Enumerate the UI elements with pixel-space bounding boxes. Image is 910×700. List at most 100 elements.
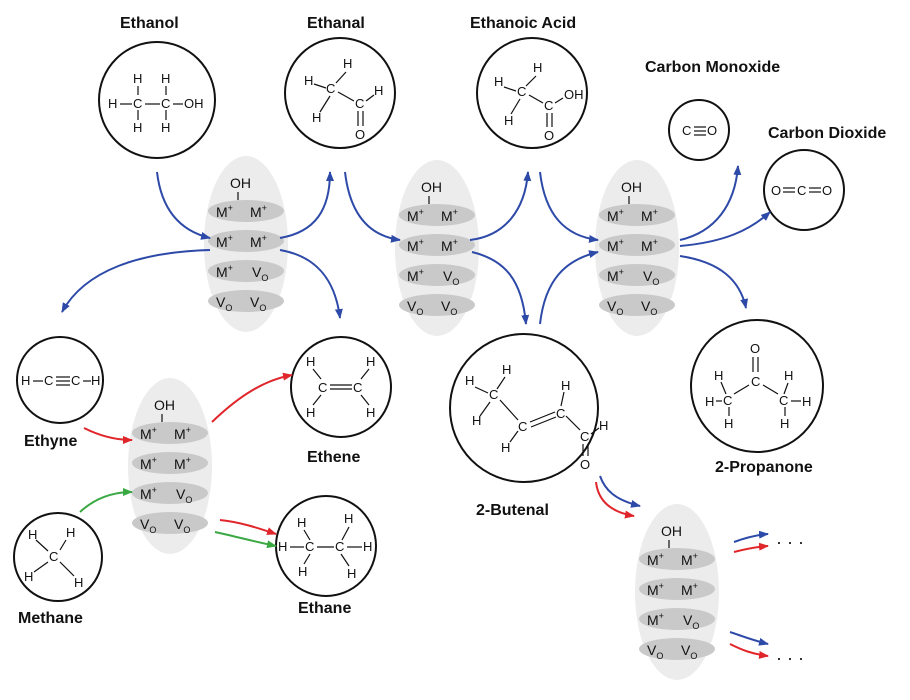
svg-text:C: C bbox=[797, 183, 806, 198]
svg-text:H: H bbox=[347, 566, 356, 581]
svg-text:C: C bbox=[779, 393, 788, 408]
arrow-cat1-to-ethene bbox=[279, 249, 343, 319]
arrow-cat4-to-ethane-green bbox=[214, 531, 277, 549]
svg-text:OH: OH bbox=[564, 87, 584, 102]
arrow-cat5-out-bottom-red bbox=[729, 643, 769, 659]
svg-text:C: C bbox=[305, 539, 314, 554]
arrow-cat2-to-ethanoic bbox=[469, 171, 532, 241]
svg-text:H: H bbox=[133, 71, 142, 86]
label-ethanoic-acid: Ethanoic Acid bbox=[470, 15, 576, 32]
svg-text:H: H bbox=[344, 511, 353, 526]
svg-text:H: H bbox=[533, 60, 542, 75]
label-ethene: Ethene bbox=[307, 449, 360, 466]
svg-text:H: H bbox=[705, 394, 714, 409]
arrow-cat2-to-butenal bbox=[471, 251, 530, 325]
svg-text:C: C bbox=[489, 387, 498, 402]
arrow-cat3-to-propanone bbox=[679, 255, 749, 309]
molecule-2-butenal: H H C H C H C H C H O bbox=[449, 333, 608, 483]
svg-text:C: C bbox=[353, 380, 362, 395]
svg-text:H: H bbox=[74, 575, 83, 590]
arrow-cat1-to-ethanal bbox=[279, 171, 334, 239]
svg-text:H: H bbox=[297, 515, 306, 530]
svg-text:H: H bbox=[363, 539, 372, 554]
molecule-ethyne: H C C H bbox=[16, 336, 104, 424]
svg-text:O: O bbox=[750, 341, 760, 356]
svg-text:H: H bbox=[278, 539, 287, 554]
svg-text:H: H bbox=[366, 354, 375, 369]
catalyst-site-4: M+ M+ M+ M+ M+ VO VO VO bbox=[127, 377, 213, 555]
arrow-ethanal-to-cat2 bbox=[344, 171, 401, 243]
svg-text:C: C bbox=[580, 429, 589, 444]
catalyst-site-1: M+ M+ M+ M+ M+ VO VO VO bbox=[203, 155, 289, 333]
svg-text:C: C bbox=[355, 96, 364, 111]
label-carbon-monoxide: Carbon Monoxide bbox=[645, 59, 780, 76]
svg-text:H: H bbox=[312, 110, 321, 125]
svg-text:O: O bbox=[707, 123, 717, 138]
svg-text:H: H bbox=[472, 413, 481, 428]
svg-text:C: C bbox=[71, 373, 80, 388]
svg-text:H: H bbox=[28, 527, 37, 542]
svg-text:C: C bbox=[318, 380, 327, 395]
svg-text:H: H bbox=[780, 416, 789, 431]
catalyst-site-5: M+ M+ M+ M+ M+ VO VO VO bbox=[634, 503, 720, 681]
arrow-cat5-out-top-blue bbox=[733, 530, 769, 543]
svg-text:H: H bbox=[343, 56, 352, 71]
molecule-ethene: H H C C H H bbox=[290, 336, 392, 438]
arrow-cat3-to-co bbox=[679, 165, 742, 241]
svg-text:H: H bbox=[304, 73, 313, 88]
arrow-ethanoic-to-cat3 bbox=[539, 171, 599, 243]
arrow-butenal-to-cat3 bbox=[539, 250, 599, 325]
molecule-2-propanone: O C C C H H H H H H bbox=[690, 319, 824, 453]
molecule-ethanoic-acid: H H C H C OH O bbox=[476, 37, 588, 149]
svg-text:H: H bbox=[502, 362, 511, 377]
svg-text:C: C bbox=[518, 419, 527, 434]
svg-text:OH: OH bbox=[184, 96, 204, 111]
svg-text:H: H bbox=[366, 405, 375, 420]
molecule-ethanal: H H C H C H O bbox=[284, 37, 396, 149]
continuation-dots-bottom: · · · bbox=[776, 648, 804, 668]
svg-text:H: H bbox=[784, 368, 793, 383]
svg-text:H: H bbox=[306, 405, 315, 420]
arrow-butenal-to-cat5-blue bbox=[599, 475, 641, 508]
svg-text:H: H bbox=[802, 394, 811, 409]
svg-text:H: H bbox=[91, 373, 100, 388]
label-ethanol: Ethanol bbox=[120, 15, 179, 32]
label-carbon-dioxide: Carbon Dioxide bbox=[768, 125, 886, 142]
svg-text:O: O bbox=[771, 183, 781, 198]
svg-text:C: C bbox=[335, 539, 344, 554]
molecule-ethane: H H H C C H H H bbox=[275, 495, 377, 597]
label-ethane: Ethane bbox=[298, 600, 351, 617]
svg-text:H: H bbox=[161, 120, 170, 135]
svg-text:H: H bbox=[66, 525, 75, 540]
svg-text:H: H bbox=[561, 378, 570, 393]
label-2-butenal: 2-Butenal bbox=[476, 502, 549, 519]
svg-text:C: C bbox=[682, 123, 691, 138]
svg-text:C: C bbox=[517, 84, 526, 99]
catalyst-site-3: M+ M+ M+ M+ M+ VO VO VO bbox=[594, 159, 680, 337]
svg-text:O: O bbox=[822, 183, 832, 198]
svg-text:C: C bbox=[133, 96, 142, 111]
arrow-ethyne-to-cat4 bbox=[83, 427, 133, 444]
svg-text:H: H bbox=[24, 569, 33, 584]
svg-text:H: H bbox=[504, 113, 513, 128]
arrow-cat5-out-top-red bbox=[733, 542, 769, 553]
label-methane: Methane bbox=[18, 610, 83, 627]
svg-text:O: O bbox=[580, 457, 590, 472]
molecule-methane: H H C H H bbox=[13, 512, 103, 602]
arrow-butenal-to-cat5-red bbox=[595, 481, 635, 519]
molecule-carbon-dioxide: O C O bbox=[763, 149, 845, 231]
arrow-methane-to-cat4 bbox=[79, 488, 133, 513]
arrow-cat5-out-bottom-blue bbox=[729, 631, 769, 646]
svg-text:C: C bbox=[49, 549, 58, 564]
arrow-cat1-to-ethyne bbox=[61, 249, 211, 313]
catalyst-site-2: M+ M+ M+ M+ M+ VO VO VO bbox=[394, 159, 480, 337]
label-2-propanone: 2-Propanone bbox=[715, 459, 813, 476]
continuation-dots-top: · · · bbox=[776, 532, 804, 552]
svg-text:H: H bbox=[599, 418, 608, 433]
label-ethanal: Ethanal bbox=[307, 15, 365, 32]
svg-text:O: O bbox=[355, 127, 365, 142]
arrow-cat3-to-co2 bbox=[679, 211, 771, 247]
svg-text:C: C bbox=[161, 96, 170, 111]
svg-text:H: H bbox=[21, 373, 30, 388]
svg-text:H: H bbox=[374, 83, 383, 98]
